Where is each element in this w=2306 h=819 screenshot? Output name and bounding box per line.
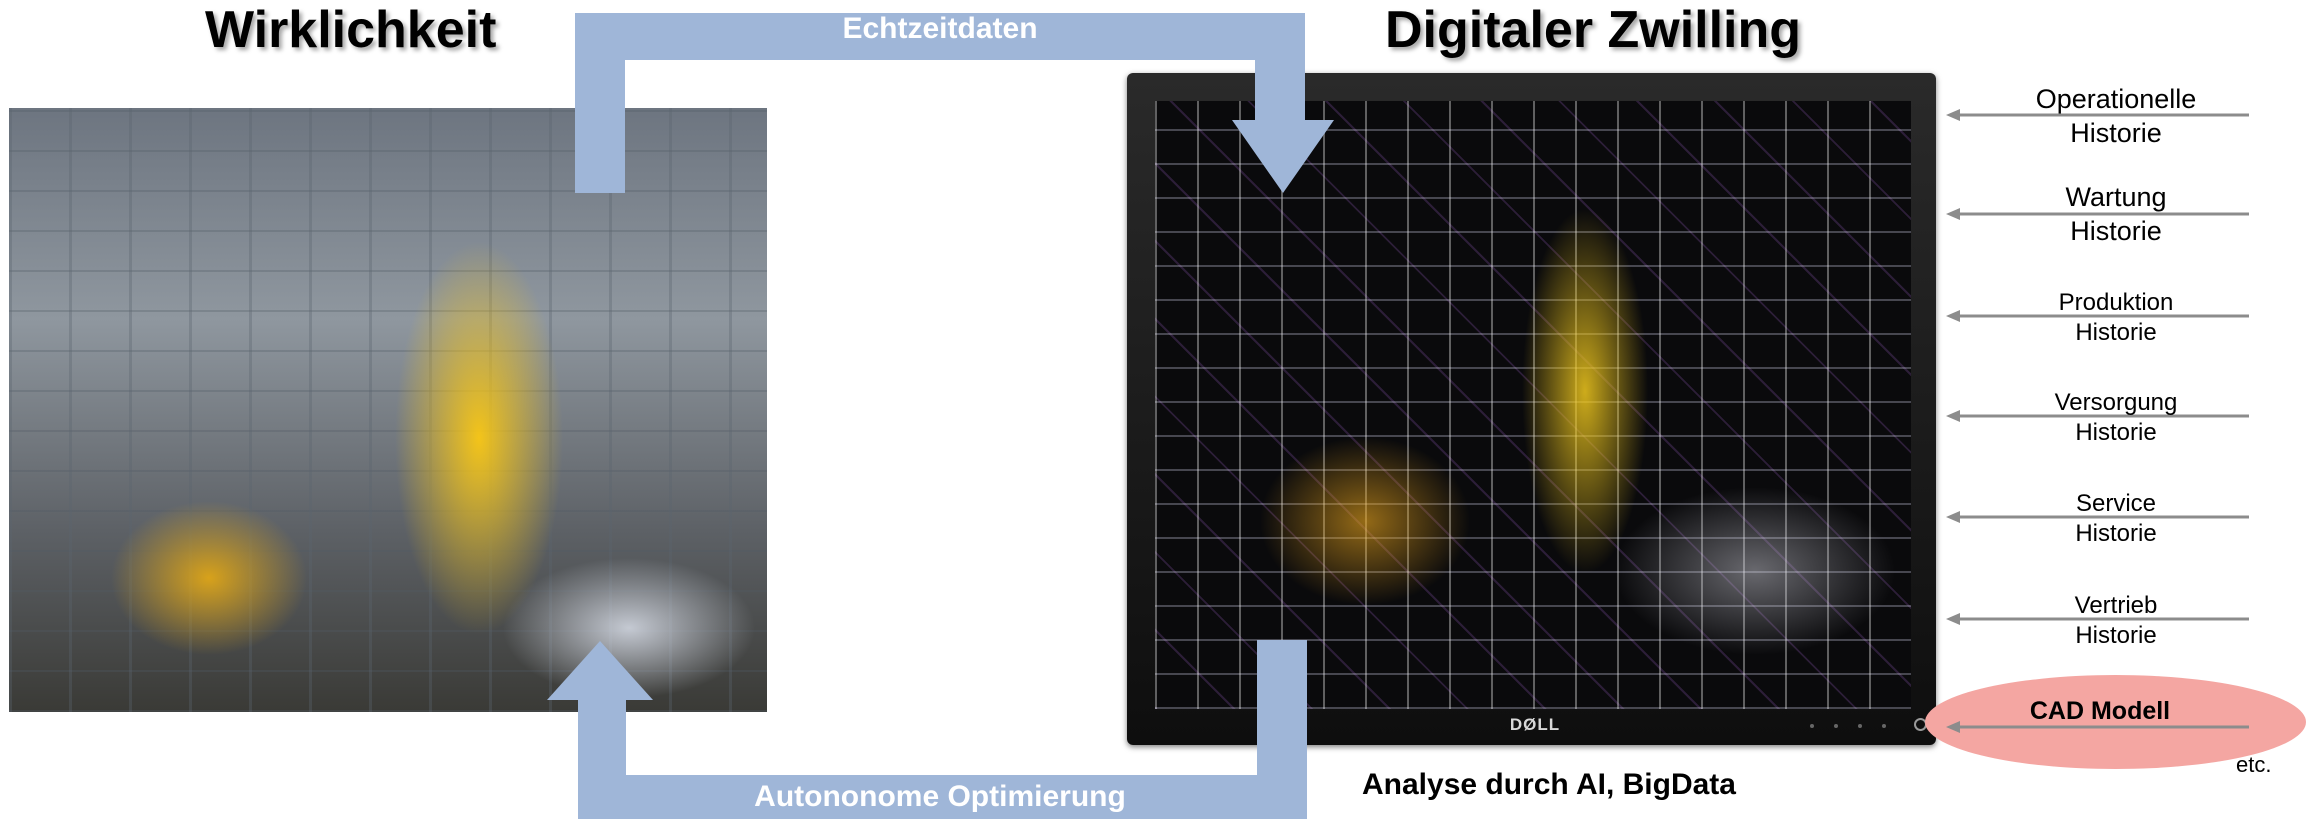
autonomous-optimization-label: Autononome Optimierung <box>754 780 1126 813</box>
digital-twin-heading: Digitaler Zwilling <box>1385 1 1802 59</box>
etc-label: etc. <box>2236 752 2272 777</box>
left-arrow-icon <box>1946 109 2249 121</box>
realtime-data-arrow <box>575 13 1334 193</box>
left-arrow-icon <box>1946 208 2249 220</box>
left-arrow-icon <box>1946 410 2249 422</box>
monitor-button <box>1834 724 1838 728</box>
realtime-data-label: Echtzeitdaten <box>842 12 1038 45</box>
monitor-brand-logo: DØLL <box>1509 715 1561 734</box>
monitor-button <box>1858 724 1862 728</box>
left-arrow-icon <box>1946 511 2249 523</box>
left-arrow-icon <box>1946 310 2249 322</box>
digital-twin-render <box>1155 101 1911 709</box>
left-arrow-icon <box>1946 721 2249 733</box>
autonomous-optimization-arrow <box>547 640 1307 819</box>
left-arrow-icon <box>1946 613 2249 625</box>
monitor: DØLL <box>1127 73 1936 745</box>
analysis-caption: Analyse durch AI, BigData <box>1362 768 1736 801</box>
factory-robot-photo <box>9 108 767 712</box>
monitor-button <box>1810 724 1814 728</box>
cad-model-label: CAD Modell <box>2029 697 2171 725</box>
monitor-button <box>1882 724 1886 728</box>
reality-heading: Wirklichkeit <box>205 1 497 59</box>
cad-model-highlight <box>1925 675 2306 769</box>
